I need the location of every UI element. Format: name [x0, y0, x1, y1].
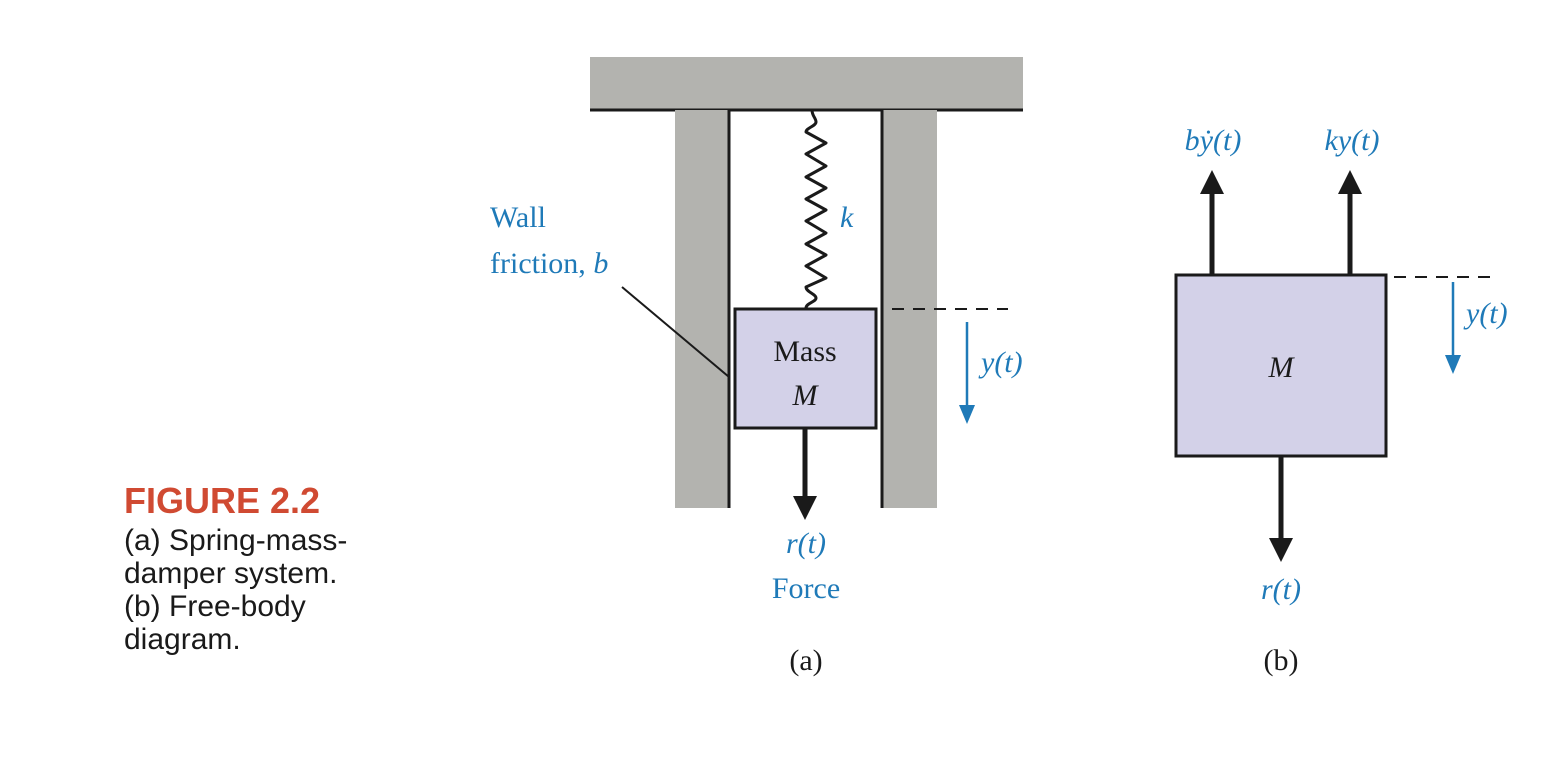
spring-force-label: ky(t)	[1325, 124, 1380, 157]
panel-label-a: (a)	[789, 644, 822, 677]
caption-line: damper system.	[124, 557, 338, 590]
free-body-force-arrow-head	[1269, 538, 1293, 562]
spring-constant-label: k	[840, 201, 854, 234]
force-label: Force	[772, 572, 840, 605]
mass-label: Mass	[773, 335, 836, 368]
friction-leader-line	[621, 286, 730, 378]
free-body-displacement-label: y(t)	[1463, 297, 1508, 330]
wall-friction-label-line2: friction, b	[490, 247, 608, 280]
diagram-b: bẏ(t) ky(t) M y(t) r(t) (b)	[1174, 124, 1508, 677]
caption-line: (b) Free-body	[124, 590, 306, 623]
damping-force-arrow-head	[1200, 170, 1224, 194]
force-arrow-head	[793, 496, 817, 520]
ceiling-block	[590, 57, 1023, 110]
free-body-displacement-arrow-head	[1445, 355, 1461, 374]
free-body-mass-symbol: M	[1268, 351, 1296, 384]
free-body-force-symbol: r(t)	[1261, 573, 1301, 606]
panel-label-b: (b)	[1264, 644, 1299, 677]
diagram-a: k Wall friction, b Mass M y(t) r(t) Forc…	[490, 57, 1023, 677]
damping-force-label: bẏ(t)	[1185, 124, 1242, 157]
caption-line: (a) Spring-mass-	[124, 524, 348, 557]
mass-block	[733, 307, 878, 430]
displacement-label: y(t)	[978, 346, 1023, 379]
mass-symbol: M	[792, 379, 820, 412]
spring	[804, 109, 828, 309]
spring-force-arrow-head	[1338, 170, 1362, 194]
figure-caption: FIGURE 2.2 (a) Spring-mass- damper syste…	[124, 478, 424, 656]
caption-line: diagram.	[124, 623, 241, 656]
figure-title: FIGURE 2.2	[124, 480, 321, 521]
force-symbol: r(t)	[786, 527, 826, 560]
free-body-mass-block	[1174, 273, 1388, 458]
wall-friction-label-line1: Wall	[490, 201, 546, 234]
right-wall	[883, 110, 937, 508]
left-wall	[675, 110, 728, 508]
displacement-arrow-head	[959, 405, 975, 424]
